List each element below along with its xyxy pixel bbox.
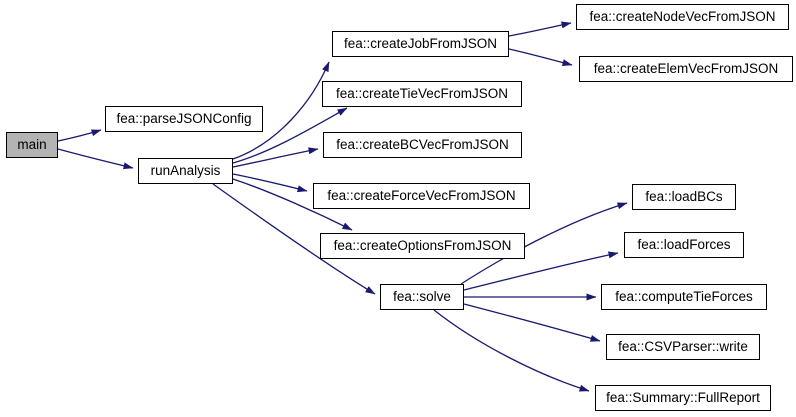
node-load-forces[interactable]: fea::loadForces	[624, 232, 744, 258]
node-run-analysis[interactable]: runAnalysis	[138, 158, 233, 184]
node-compute-tie-forces[interactable]: fea::computeTieForces	[601, 284, 767, 310]
edge-solve-loadforces	[463, 251, 619, 291]
edge-runanalysis-createjob	[232, 61, 330, 160]
edge-main-parsejsonconfig	[57, 129, 102, 142]
node-create-options[interactable]: fea::createOptionsFromJSON	[320, 233, 525, 259]
node-create-job-from-json[interactable]: fea::createJobFromJSON	[332, 31, 509, 57]
node-create-node-vec[interactable]: fea::createNodeVecFromJSON	[576, 4, 789, 30]
node-summary-full-report[interactable]: fea::Summary::FullReport	[595, 385, 771, 411]
node-csv-parser-write[interactable]: fea::CSVParser::write	[606, 334, 760, 360]
node-create-elem-vec[interactable]: fea::createElemVecFromJSON	[579, 56, 793, 82]
edge-solve-fullreport	[433, 309, 590, 392]
edge-runanalysis-createtie	[232, 107, 348, 164]
edge-createjob-createnodevec	[508, 21, 572, 37]
node-parse-json-config[interactable]: fea::parseJSONConfig	[105, 106, 263, 132]
node-create-bc-vec[interactable]: fea::createBCVecFromJSON	[323, 132, 522, 158]
node-solve[interactable]: fea::solve	[380, 284, 464, 310]
edge-main-runanalysis	[57, 148, 134, 170]
node-main: main	[6, 132, 58, 158]
edge-createjob-createelemvec	[508, 48, 573, 66]
node-load-bcs[interactable]: fea::loadBCs	[632, 184, 736, 210]
edge-runanalysis-createbc	[232, 147, 319, 168]
edge-runanalysis-solve	[212, 183, 376, 295]
node-create-tie-vec[interactable]: fea::createTieVecFromJSON	[322, 81, 522, 107]
edge-runanalysis-createoptions	[232, 178, 353, 231]
edge-solve-csvwrite	[463, 303, 601, 342]
edge-solve-loadbcs	[460, 202, 628, 285]
edge-runanalysis-createforce	[232, 173, 308, 193]
node-create-force-vec[interactable]: fea::createForceVecFromJSON	[313, 183, 530, 209]
